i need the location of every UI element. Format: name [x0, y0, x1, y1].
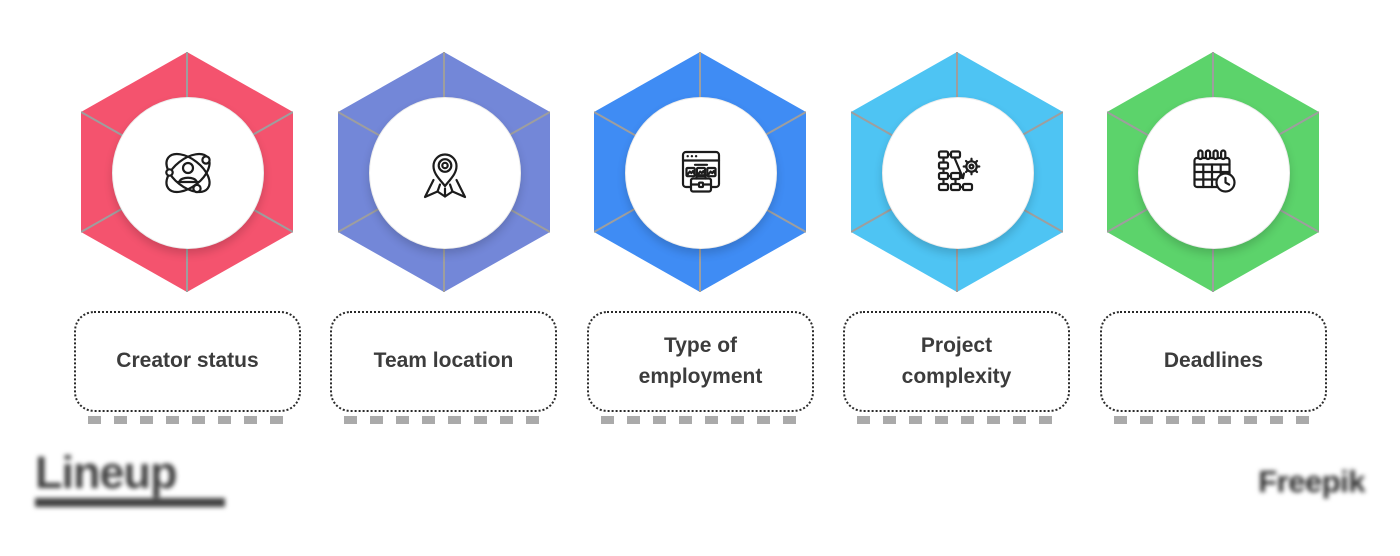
icon-circle [112, 97, 264, 249]
hexagon-item-deadlines [1107, 52, 1319, 292]
label-card-creator-status: Creator status [74, 311, 301, 424]
icon-circle [369, 97, 521, 249]
icon-circle [1138, 97, 1290, 249]
logo-underline [35, 498, 225, 507]
icon-circle [625, 97, 777, 249]
hexagon-item-team-location [338, 52, 550, 292]
label-text: Deadlines [1163, 349, 1264, 373]
label-card-project-complexity: Project complexity [843, 311, 1070, 424]
label-text: Project complexity [901, 334, 1012, 388]
bottom-right-credit: Freepik [1258, 464, 1365, 499]
job-listings-icon [669, 141, 733, 205]
logo-wordmark: Lineup [35, 447, 177, 498]
flowchart-gear-icon [926, 141, 990, 205]
map-location-icon [413, 141, 477, 205]
label-card-deadlines: Deadlines [1100, 311, 1327, 424]
label-card-team-location: Team location [330, 311, 557, 424]
label-text: Creator status [116, 349, 259, 373]
hexagon-item-project-complexity [851, 52, 1063, 292]
hexagon-item-creator-status [81, 52, 293, 292]
hexagon-item-type-of-employment [594, 52, 806, 292]
label-text: Type of employment [638, 334, 763, 388]
calendar-clock-icon [1182, 141, 1246, 205]
creator-network-icon [156, 141, 220, 205]
icon-circle [882, 97, 1034, 249]
label-text: Team location [373, 349, 514, 373]
bottom-left-logo: Lineup [35, 450, 225, 507]
label-card-type-of-employment: Type of employment [587, 311, 814, 424]
